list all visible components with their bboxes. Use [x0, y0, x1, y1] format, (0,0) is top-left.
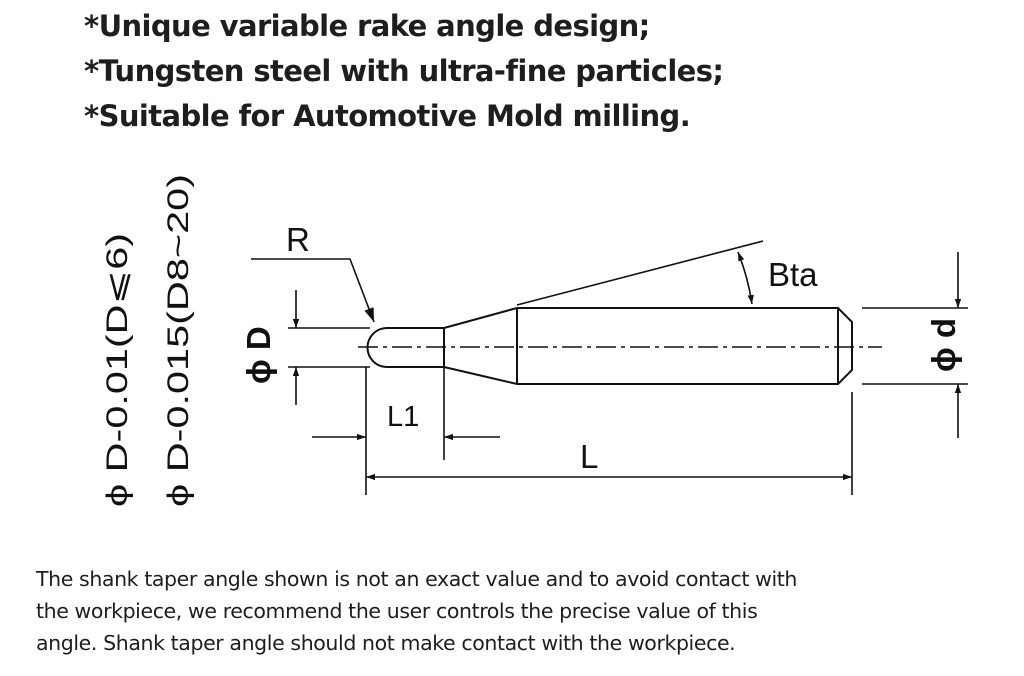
overall-length-dimension	[366, 392, 853, 495]
taper-angle-dimension	[516, 240, 764, 306]
angle-label: Bta	[768, 256, 818, 293]
radius-label: R	[286, 221, 310, 258]
edge-length-label: L1	[387, 401, 419, 433]
tolerance-large-text: ϕ D-0.015(D8~20)	[162, 174, 195, 507]
shank-diameter-label: ϕ d	[925, 318, 962, 372]
shank-diameter-dimension	[862, 252, 968, 438]
note-line: the workpiece, we recommend the user con…	[36, 599, 758, 623]
taper-angle-note: The shank taper angle shown is not an ex…	[36, 563, 936, 659]
feature-item: *Unique variable rake angle design;	[84, 9, 650, 43]
feature-item: *Tungsten steel with ultra-fine particle…	[84, 54, 724, 88]
feature-item: *Suitable for Automotive Mold milling.	[84, 99, 691, 133]
tolerance-small-text: ϕ D-0.01(D⩽6)	[101, 233, 134, 507]
edge-length-dimension	[312, 367, 500, 495]
tool-outline	[366, 307, 853, 385]
head-diameter-dimension	[288, 290, 370, 405]
head-diameter-label: ϕ D	[240, 326, 277, 384]
note-line: angle. Shank taper angle should not make…	[36, 631, 736, 655]
note-line: The shank taper angle shown is not an ex…	[36, 567, 798, 591]
radius-leader	[251, 258, 375, 323]
feature-list: *Unique variable rake angle design; *Tun…	[84, 4, 724, 139]
overall-length-label: L	[580, 438, 598, 475]
